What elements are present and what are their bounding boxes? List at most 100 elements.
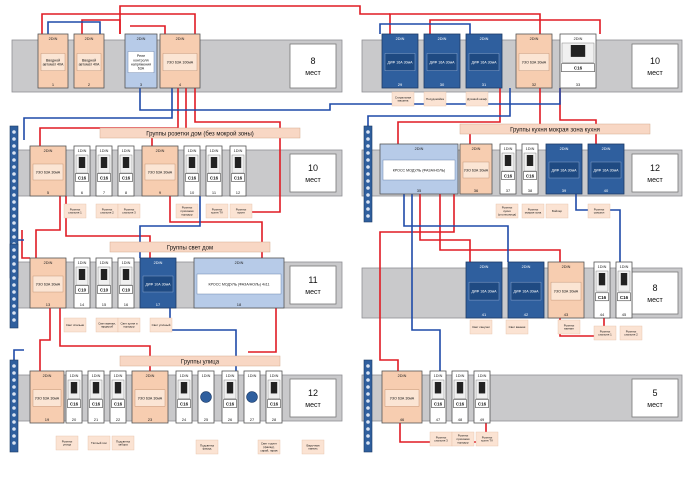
breaker-rating-box [119, 285, 133, 294]
circuit-note: кухня TV [481, 439, 493, 443]
device-number: 44 [600, 312, 605, 317]
device-din-size: 2DIN [472, 147, 481, 151]
terminal-screw [366, 130, 370, 134]
neutral-wire [403, 194, 509, 262]
device-number: 39 [562, 188, 567, 193]
breaker-rating-box [617, 292, 631, 302]
device-din-size: 1DIN [70, 374, 79, 378]
circuit-note-bg [55, 435, 79, 451]
terminal-bus [363, 359, 373, 453]
device-number: 28 [272, 417, 277, 422]
circuit-note: Розетки [482, 435, 493, 439]
circuit-note: спальня 1 [598, 333, 612, 337]
device-label: УЗО 63А 30мА [464, 168, 489, 172]
device-din-size: 1DIN [210, 149, 219, 153]
device-din-size: 2DIN [396, 37, 405, 41]
device-din-size: 1DIN [478, 374, 487, 378]
device-din-size: 1DIN [526, 147, 535, 151]
circuit-note-bg [391, 91, 415, 107]
breaker-rating: С16 [92, 402, 101, 407]
circuit-note: Розетки [600, 329, 611, 333]
device-label: контроля [133, 58, 148, 62]
phase-wire [429, 19, 601, 34]
circuit-note-bg [175, 203, 199, 219]
breaker-rating: С16 [226, 402, 235, 407]
breaker-rating: С10 [78, 288, 87, 293]
breaker-rating-box [111, 399, 125, 408]
phase-wire [21, 230, 30, 259]
circuit-note-bg [475, 431, 499, 447]
terminal-screw [366, 158, 370, 162]
circuit-note: Розетки [182, 206, 193, 210]
device-label: ДИФ 16А 30мА [513, 289, 539, 293]
terminal-screw [12, 406, 16, 410]
places-unit: мест [647, 297, 663, 304]
terminal-screw [12, 297, 16, 301]
terminal-screw [366, 413, 370, 417]
circuit-note: (столешница) [498, 212, 516, 216]
breaker-rating: С16 [478, 402, 487, 407]
device-din-size: 2DIN [235, 261, 244, 265]
terminal-screw [366, 385, 370, 389]
terminal-screw [12, 311, 16, 315]
device-number: 13 [46, 302, 51, 307]
circuit-note: Розетки [236, 207, 247, 211]
indicator-lamp [246, 391, 258, 403]
terminal-screw [366, 179, 370, 183]
circuit-note: прихожая [457, 437, 470, 441]
terminal-screw [12, 283, 16, 287]
device-din-size: 2DIN [562, 265, 571, 269]
device-label: УЗО 63А 30мА [148, 170, 173, 174]
device-number: 32 [532, 82, 537, 87]
circuit-note-bg [469, 319, 493, 335]
places-badge [289, 153, 337, 193]
breaker-toggle [188, 157, 196, 168]
circuit-note: коридор [123, 325, 134, 329]
device-din-size: 1DIN [270, 374, 279, 378]
device-din-size: 2DIN [154, 261, 163, 265]
terminal-screw [12, 214, 16, 218]
device-number: 10 [190, 190, 195, 195]
device-din-size: 2DIN [146, 374, 155, 378]
breaker-rating-box [75, 285, 89, 294]
terminal-screw [12, 172, 16, 176]
circuit-note-bg [63, 203, 87, 219]
device-number: 27 [250, 417, 255, 422]
breaker-rating-box [185, 173, 199, 182]
breaker-toggle [456, 382, 464, 394]
places-count: 8 [652, 283, 657, 293]
device-label: УЗО 63А 30мА [554, 289, 579, 293]
circuit-note: коридор [181, 212, 192, 216]
device-din-size: 1DIN [434, 374, 443, 378]
breaker-toggle [78, 157, 86, 168]
circuit-note-bg [87, 435, 111, 451]
device-label-plate [468, 281, 500, 301]
terminal-screw [366, 214, 370, 218]
terminal-screw [366, 434, 370, 438]
phase-wire [439, 194, 561, 262]
circuit-note: спальня 3 [434, 439, 448, 443]
breaker-toggle [434, 382, 442, 394]
circuit-note: улица [63, 443, 71, 447]
device-number: 11 [212, 190, 217, 195]
device-din-size: 2DIN [522, 265, 531, 269]
breaker-rating: С16 [180, 402, 189, 407]
device-label-plate [127, 51, 155, 73]
breaker-rating: С16 [122, 176, 131, 181]
device-number: 43 [564, 312, 569, 317]
device-label: ДИФ 16А 30мА [551, 168, 577, 172]
circuit-note: Посудомойка [426, 97, 444, 101]
device-number: 5 [47, 190, 50, 195]
